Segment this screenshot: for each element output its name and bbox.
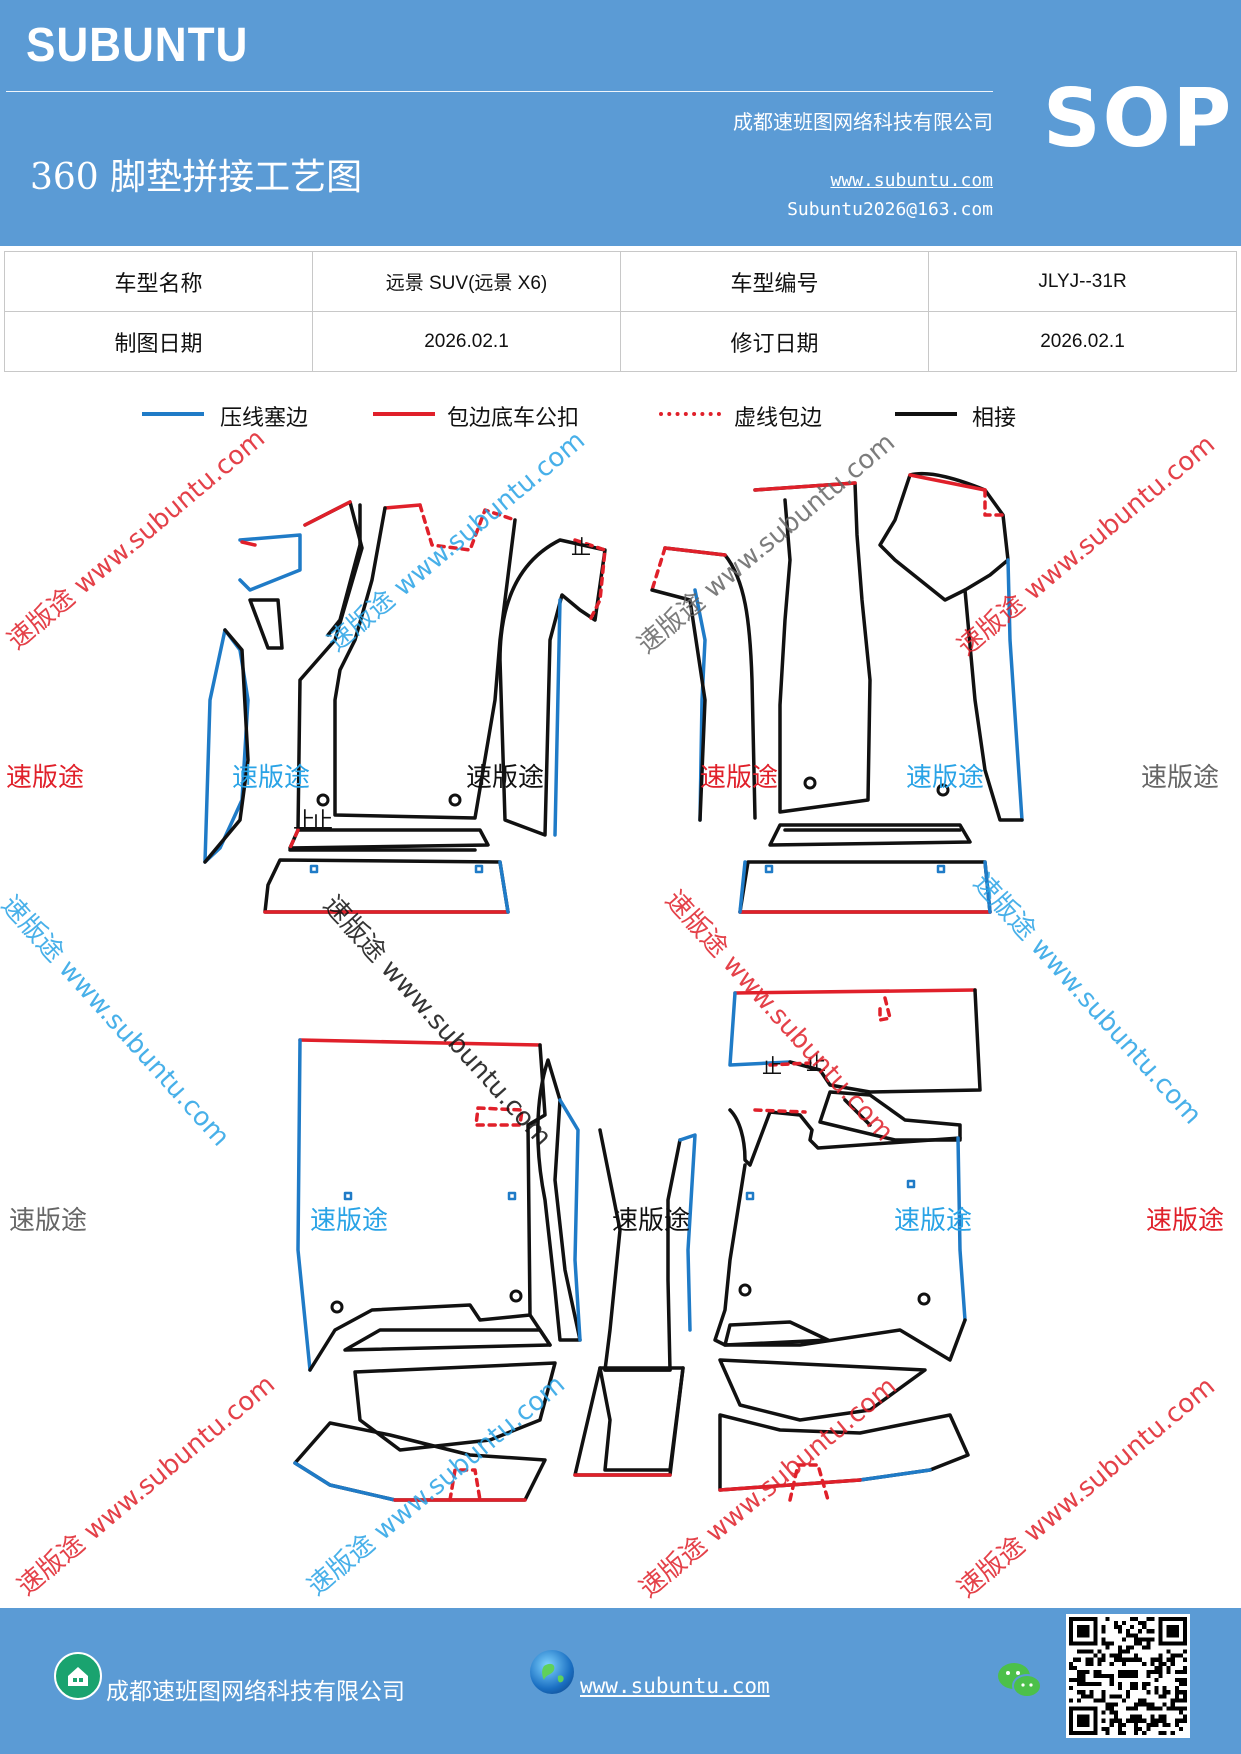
stop-mark: 止 [762,1054,782,1078]
legend-swatch-red-dashed [659,412,721,416]
legend-item-dashed-wrap: 虚线包边 [659,395,859,435]
header-email: Subuntu2026@163.com [787,199,993,220]
legend-swatch-blue [142,412,204,416]
mat-rear-right [713,988,982,1502]
legend-label: 虚线包边 [734,406,823,431]
table-row: 车型名称 远景 SUV(远景 X6) 车型编号 JLYJ--31R [4,251,1237,312]
header-banner: SUBUNTU 360 脚垫拼接工艺图 成都速班图网络科技有限公司 www.su… [0,0,1241,246]
footer-website-link[interactable]: www.subuntu.com [580,1674,770,1698]
mat-center-tunnel [573,1128,697,1477]
value-draw-date: 2026.02.1 [312,311,621,372]
globe-icon [530,1650,574,1694]
header-divider [6,91,993,92]
label-model-code: 车型编号 [620,251,929,312]
header-website-link[interactable]: www.subuntu.com [830,170,993,191]
building-icon [54,1652,102,1700]
label-revise-date: 修订日期 [620,311,929,372]
legend-label: 相接 [972,406,1017,431]
legend-swatch-red [373,412,435,416]
legend-swatch-black [895,412,957,416]
stop-mark: 止 [311,809,333,834]
legend-label: 包边底车公扣 [447,406,580,431]
floor-mat-diagram: 止 止 止 止 止 [203,471,1024,1502]
document-title: 360 脚垫拼接工艺图 [30,157,363,198]
legend-item-press-edge: 压线塞边 [142,395,342,435]
mat-front-left [203,500,607,914]
header-company: 成都速班图网络科技有限公司 [733,110,993,134]
stop-mark: 止 [293,809,315,834]
qr-code [1066,1614,1190,1738]
legend-item-join: 相接 [895,395,1055,435]
legend-item-wrap-clip: 包边底车公扣 [373,395,613,435]
footer-company: 成都速班图网络科技有限公司 [106,1679,405,1705]
mat-rear-left [293,1038,582,1502]
legend-label: 压线塞边 [220,406,309,431]
value-model-name: 远景 SUV(远景 X6) [312,251,621,312]
label-draw-date: 制图日期 [4,311,313,372]
label-model-name: 车型名称 [4,251,313,312]
sop-badge: SOP [1043,72,1234,165]
stop-mark: 止 [806,1051,826,1075]
value-model-code: JLYJ--31R [928,251,1237,312]
mat-front-right [650,471,1024,914]
stop-mark: 止 [571,535,591,559]
vehicle-info-table: 车型名称 远景 SUV(远景 X6) 车型编号 JLYJ--31R 制图日期 2… [4,251,1237,372]
footer-banner: 成都速班图网络科技有限公司 www.subuntu.com [0,1608,1241,1754]
brand-logo: SUBUNTU [26,19,249,72]
value-revise-date: 2026.02.1 [928,311,1237,372]
table-row: 制图日期 2026.02.1 修订日期 2026.02.1 [4,311,1237,372]
wechat-icon [996,1660,1044,1702]
